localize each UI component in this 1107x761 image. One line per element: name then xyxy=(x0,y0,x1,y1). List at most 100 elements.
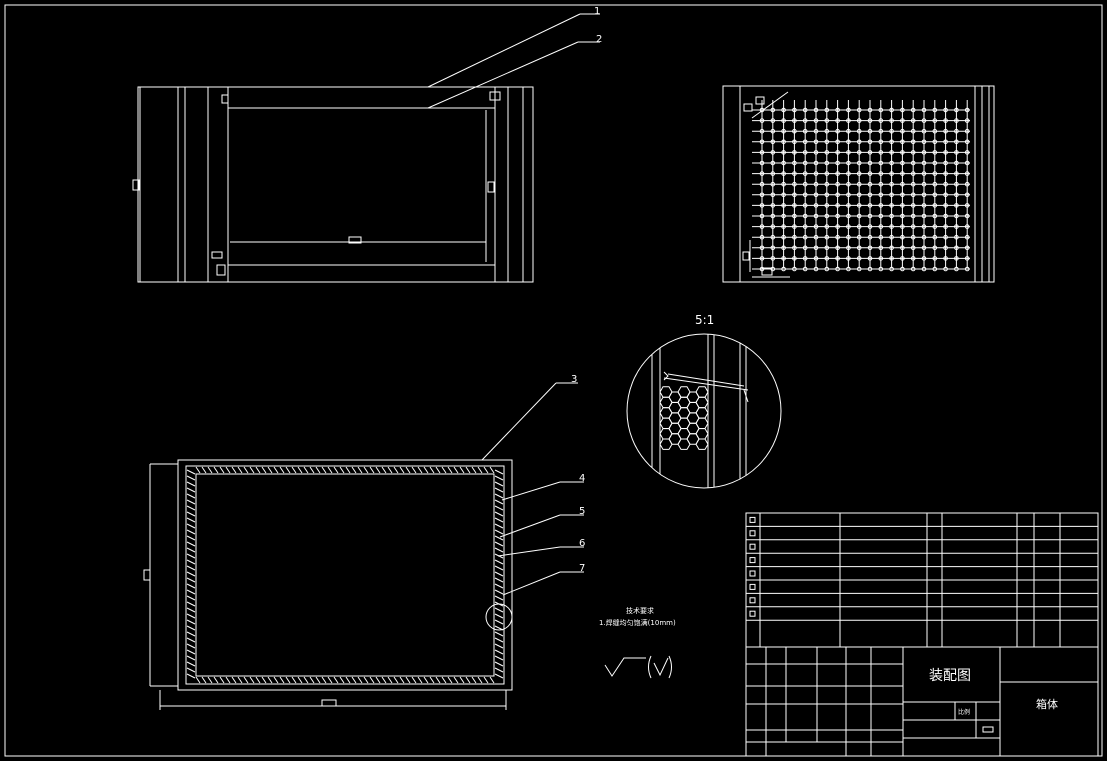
hatch-line xyxy=(429,676,435,684)
mesh-node xyxy=(943,128,948,134)
mesh-node xyxy=(856,234,862,240)
mesh-node xyxy=(900,139,905,145)
hatch-line xyxy=(315,676,321,684)
mesh-node xyxy=(954,234,959,240)
mesh-node xyxy=(846,139,851,145)
mesh-node xyxy=(943,160,948,166)
mesh-node xyxy=(802,203,808,208)
mesh-node xyxy=(781,203,786,208)
mesh-node xyxy=(856,192,862,198)
hatch-line xyxy=(447,466,453,474)
mesh-node xyxy=(792,160,797,166)
mesh-node xyxy=(802,181,808,187)
mesh-node xyxy=(900,160,905,166)
mesh-node xyxy=(878,192,884,198)
mesh-node xyxy=(792,118,797,123)
hatch-line xyxy=(423,676,429,684)
hatch-line xyxy=(261,676,267,684)
hatch-line xyxy=(309,676,315,684)
hatch-line xyxy=(213,466,219,474)
mesh-node xyxy=(889,160,894,166)
mesh-node xyxy=(846,128,851,134)
notes-heading: 技术要求 xyxy=(626,606,654,615)
hatch-line xyxy=(186,523,196,529)
mesh-node xyxy=(835,181,840,187)
detail-scale-label: 5:1 xyxy=(695,313,714,327)
hatch-line xyxy=(381,466,387,474)
hatch-line xyxy=(494,481,504,487)
mesh-node xyxy=(889,213,894,219)
mesh-node xyxy=(824,224,830,229)
hatch-line xyxy=(291,676,297,684)
mesh-node xyxy=(792,224,797,229)
mesh-node xyxy=(889,118,894,123)
hatch-line xyxy=(417,676,423,684)
mesh-node xyxy=(781,245,786,251)
hatch-line xyxy=(186,637,196,643)
mesh-node xyxy=(943,150,948,155)
mesh-node xyxy=(824,192,830,198)
mesh-node xyxy=(867,224,873,229)
mesh-node xyxy=(964,181,970,187)
hatch-line xyxy=(435,466,441,474)
balloon-2: 2 xyxy=(596,34,602,45)
hatch-line xyxy=(494,673,504,679)
mesh-node xyxy=(943,107,948,113)
mesh-node xyxy=(954,203,959,208)
hatch-line xyxy=(285,676,291,684)
mesh-node xyxy=(921,107,927,113)
mesh-node xyxy=(900,118,905,123)
parts-row-marker xyxy=(749,557,756,564)
mesh-node xyxy=(781,139,786,145)
mesh-node xyxy=(856,118,862,123)
mesh-node xyxy=(964,107,970,113)
hatch-line xyxy=(494,511,504,517)
hatch-line xyxy=(186,649,196,655)
hatch-line xyxy=(195,466,201,474)
mesh-node xyxy=(759,234,765,240)
hatch-line xyxy=(369,676,375,684)
mesh-node xyxy=(813,128,819,134)
hatch-line xyxy=(477,466,483,474)
mesh-node xyxy=(910,128,916,134)
mesh-node xyxy=(900,171,905,176)
mesh-node xyxy=(932,139,938,145)
hatch-line xyxy=(339,676,345,684)
hatch-line xyxy=(297,676,303,684)
mesh-node xyxy=(889,245,894,251)
balloon-4: 4 xyxy=(579,473,585,484)
mesh-node xyxy=(954,224,959,229)
mesh-node xyxy=(824,118,830,123)
hatch-line xyxy=(186,643,196,649)
hatch-line xyxy=(494,541,504,547)
hatch-line xyxy=(333,676,339,684)
hatch-line xyxy=(186,499,196,505)
mesh-node xyxy=(921,181,927,187)
mesh-node xyxy=(932,224,938,229)
mesh-node xyxy=(900,245,905,251)
hatch-line xyxy=(186,577,196,583)
mesh-node xyxy=(910,224,916,229)
mesh-node xyxy=(846,150,851,155)
hatch-line xyxy=(483,676,489,684)
mesh-node xyxy=(824,234,830,240)
mesh-node xyxy=(932,118,938,123)
hatch-line xyxy=(186,619,196,625)
mesh-node xyxy=(921,150,927,155)
mesh-node xyxy=(878,266,884,272)
mesh-node xyxy=(932,128,938,134)
mesh-node xyxy=(770,266,776,272)
mesh-node xyxy=(900,224,905,229)
detail-circle xyxy=(626,333,782,489)
mesh-node xyxy=(759,203,765,208)
mesh-node xyxy=(759,150,765,155)
mesh-node xyxy=(889,139,894,145)
mesh-node xyxy=(824,181,830,187)
hatch-line xyxy=(494,667,504,673)
mesh-node xyxy=(781,192,786,198)
hatch-line xyxy=(225,676,231,684)
hatch-line xyxy=(494,505,504,511)
mesh-node xyxy=(835,224,840,229)
mesh-node xyxy=(856,245,862,251)
hatch-line xyxy=(387,676,393,684)
